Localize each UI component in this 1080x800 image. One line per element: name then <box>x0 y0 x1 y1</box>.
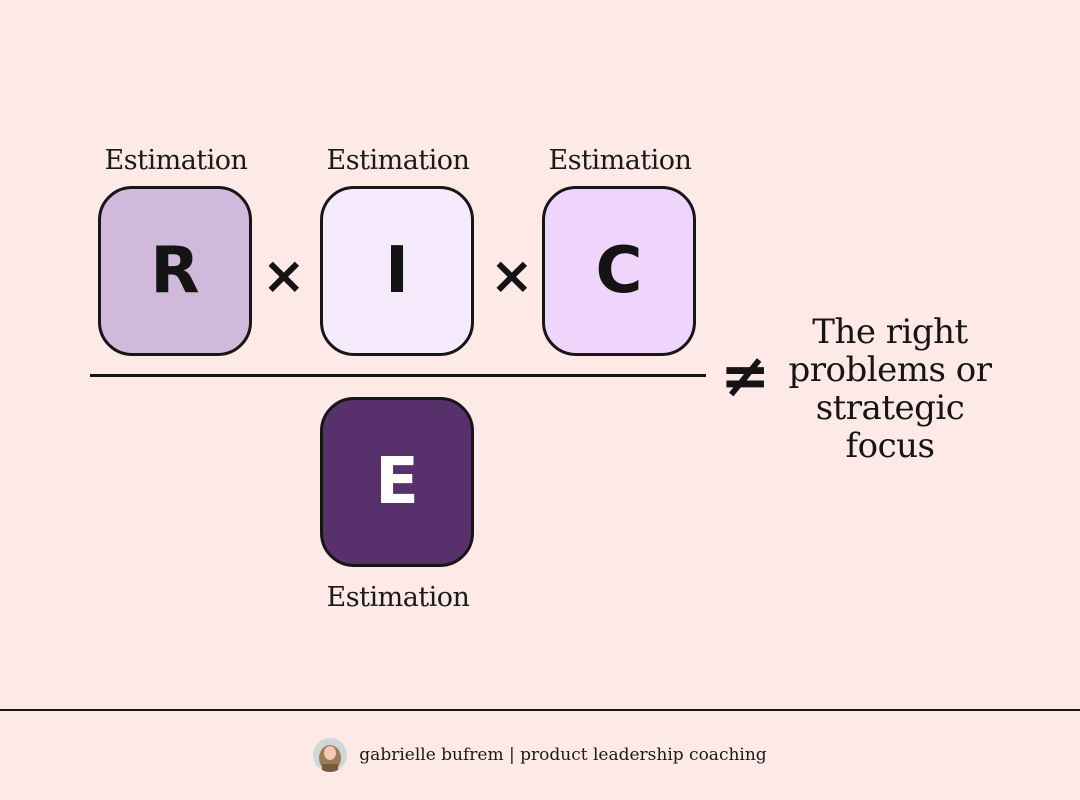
box-r: R <box>98 186 252 356</box>
label-i: Estimation <box>326 145 470 176</box>
label-c: Estimation <box>548 145 692 176</box>
times-operator-1: × <box>262 246 306 306</box>
avatar-photo-icon <box>313 738 348 772</box>
label-e: Estimation <box>326 582 470 613</box>
times-operator-2: × <box>490 246 534 306</box>
footer-credit: gabrielle bufrem | product leadership co… <box>359 745 767 765</box>
avatar <box>313 738 348 772</box>
fraction-bar <box>90 374 706 377</box>
footer-divider <box>0 709 1080 711</box>
statement-text: The right problems or strategic focus <box>788 312 992 466</box>
box-e: E <box>320 397 474 567</box>
not-equal-icon: ≠ <box>720 341 771 411</box>
footer: gabrielle bufrem | product leadership co… <box>0 737 1080 773</box>
label-r: Estimation <box>104 145 248 176</box>
box-i: I <box>320 186 474 356</box>
box-c: C <box>542 186 696 356</box>
